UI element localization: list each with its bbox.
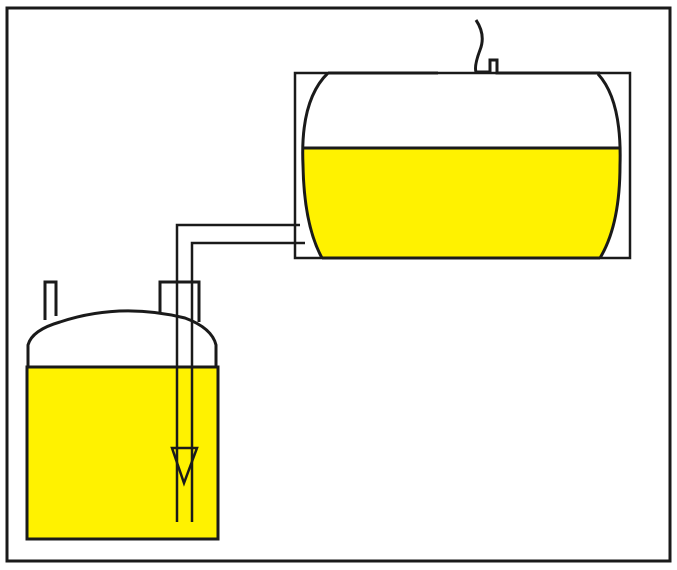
lower-tank-left-nozzle <box>43 280 58 320</box>
vent-hook <box>474 19 600 75</box>
lower-tank-liquid <box>28 368 217 538</box>
upper-tank-body-left <box>301 71 330 259</box>
upper-tank-liquid <box>303 148 621 258</box>
lower-tank-body <box>25 365 220 541</box>
inner-transfer-pipe[interactable] <box>190 241 305 522</box>
foot-valve[interactable] <box>170 446 199 487</box>
lower-tank-dome <box>26 309 218 367</box>
upper-tank-body-right <box>596 72 622 259</box>
lower-tank-right-nozzle <box>158 280 201 322</box>
outer-transfer-pipe[interactable] <box>175 223 300 522</box>
outer-frame <box>5 6 672 563</box>
